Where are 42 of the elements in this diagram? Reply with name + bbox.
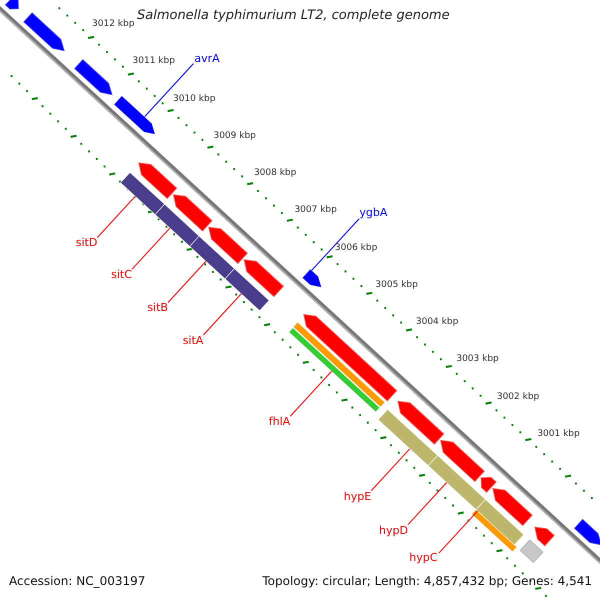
map-title: Salmonella typhimurium LT2, complete genome bbox=[137, 9, 450, 24]
tick-label: 3003 kbp bbox=[456, 355, 499, 366]
gene-label: hypE bbox=[344, 490, 372, 503]
feature-bar bbox=[154, 204, 200, 247]
leader-line bbox=[438, 510, 478, 554]
leader-line bbox=[131, 228, 170, 270]
leader-line bbox=[144, 63, 194, 118]
tick-label: 3008 kbp bbox=[254, 169, 296, 180]
feature-bar bbox=[378, 408, 438, 466]
tick-label: 3002 kbp bbox=[496, 392, 540, 402]
tick-label: 3012 kbp bbox=[92, 20, 134, 30]
tick-label: 3011 kbp bbox=[132, 58, 175, 68]
gene-label: sitA bbox=[182, 334, 204, 348]
accession-text: Accession: NC_003197 bbox=[9, 575, 146, 588]
feature-bar bbox=[476, 498, 524, 546]
gene-label: sitD bbox=[76, 237, 98, 250]
leader-line bbox=[311, 218, 360, 271]
tick-label: 3007 kbp bbox=[294, 206, 337, 216]
gene-feature bbox=[113, 95, 156, 135]
tick-label: 3001 kbp bbox=[537, 430, 580, 440]
gene-label: avrA bbox=[194, 52, 220, 65]
gene-label: sitC bbox=[111, 269, 132, 282]
feature-bar bbox=[428, 454, 486, 510]
tick-label: 3004 kbp bbox=[416, 318, 458, 328]
leader-line bbox=[96, 196, 136, 238]
tick-label: 3005 kbp bbox=[375, 280, 418, 291]
gene-label: fhlA bbox=[268, 416, 290, 428]
feature-bar bbox=[189, 236, 235, 280]
feature-bar bbox=[120, 172, 166, 216]
tick-label: 3006 kbp bbox=[334, 244, 378, 254]
leader-line bbox=[168, 260, 206, 303]
gene-label: hypC bbox=[409, 552, 438, 564]
gene-feature bbox=[302, 268, 322, 288]
gene-label: sitB bbox=[147, 302, 168, 315]
gene-label: ygbA bbox=[359, 207, 388, 220]
feature-bar bbox=[224, 268, 270, 312]
tick-label: 3010 kbp bbox=[173, 94, 216, 105]
tick-label: 3009 kbp bbox=[213, 132, 256, 142]
genome-stats-text: Topology: circular; Length: 4,857,432 bp; Genes: 4,541 bbox=[262, 575, 592, 588]
feature-bar bbox=[288, 327, 380, 412]
leader-line bbox=[202, 293, 242, 336]
gene-label: hypD bbox=[379, 524, 408, 537]
